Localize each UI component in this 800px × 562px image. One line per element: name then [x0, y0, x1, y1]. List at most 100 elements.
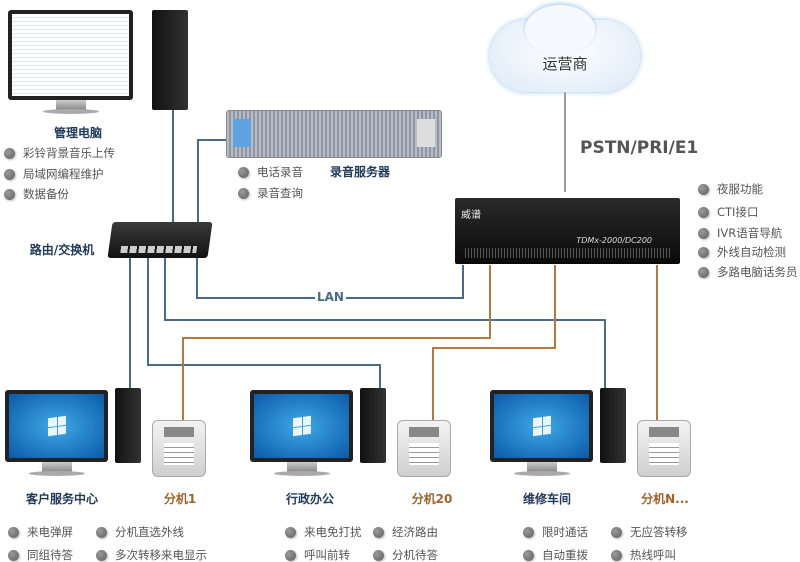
feature-text: 自动重拨: [542, 548, 588, 562]
feature-text: 夜服功能: [717, 182, 763, 196]
workstation-monitor: [490, 390, 593, 462]
cloud-puff: [525, 5, 595, 55]
feature-item: 电话录音: [238, 164, 303, 180]
feature-item: 外线自动检测: [698, 244, 786, 260]
department-label: 行政办公: [285, 492, 335, 506]
feature-text: 电话录音: [257, 165, 303, 179]
feature-text: 同组待答: [27, 548, 73, 562]
line-server-switch: [197, 139, 226, 228]
management-pc-label: 管理电脑: [53, 126, 103, 140]
bullet-icon: [698, 266, 709, 278]
bullet-icon: [611, 549, 622, 561]
bullet-icon: [238, 187, 249, 199]
bullet-icon: [4, 188, 15, 200]
feature-item: 彩铃背景音乐上传: [4, 145, 115, 161]
feature-text: 来电弹屏: [27, 525, 73, 539]
bullet-icon: [285, 549, 296, 561]
switch-device: [107, 222, 213, 258]
feature-item: 夜服功能: [698, 181, 763, 197]
bullet-icon: [373, 549, 384, 561]
switch-label: 路由/交换机: [29, 243, 95, 257]
feature-text: 彩铃背景音乐上传: [23, 146, 115, 160]
monitor-stand: [42, 462, 72, 472]
line-switch-pc3: [164, 258, 606, 388]
feature-text: IVR语音导航: [717, 226, 783, 240]
feature-item: 数据备份: [4, 186, 69, 202]
pbx-model: TDMx-2000/DC200: [576, 236, 652, 245]
feature-item: 分机待答: [373, 547, 438, 562]
bullet-icon: [8, 549, 19, 561]
feature-item: 多次转移来电显示: [96, 547, 207, 562]
feature-text: 无应答转移: [630, 525, 688, 539]
feature-item: 录音查询: [238, 185, 303, 201]
bullet-icon: [698, 246, 709, 258]
monitor-base: [43, 109, 99, 114]
monitor-base: [514, 471, 570, 476]
windows-logo-icon: [532, 415, 551, 437]
extension-label: 分机20: [411, 492, 453, 506]
feature-text: 多次转移来电显示: [115, 548, 207, 562]
feature-text: 数据备份: [23, 187, 69, 201]
feature-item: 限时通话: [523, 524, 588, 540]
feature-item: IVR语音导航: [698, 225, 782, 241]
workstation-tower: [600, 388, 626, 463]
bullet-icon: [523, 549, 534, 561]
management-monitor: [8, 10, 133, 100]
recording-server: [226, 110, 442, 158]
line-switch-pc2: [147, 258, 381, 388]
feature-text: CTI接口: [717, 205, 759, 219]
bullet-icon: [285, 526, 296, 538]
bullet-icon: [523, 526, 534, 538]
line-pbx-ext1: [182, 265, 491, 420]
trunk-label: PSTN/PRI/E1: [580, 138, 699, 158]
feature-text: 外线自动检测: [717, 245, 786, 259]
feature-text: 热线呼叫: [630, 548, 676, 562]
windows-logo-icon: [292, 415, 311, 437]
lan-label: LAN: [315, 290, 346, 304]
department-label: 维修车间: [522, 492, 572, 506]
feature-item: 呼叫前转: [285, 547, 350, 562]
feature-item: 多路电脑话务员: [698, 264, 798, 280]
feature-item: 无应答转移: [611, 524, 688, 540]
department-label: 客户服务中心: [25, 492, 99, 506]
feature-text: 录音查询: [257, 186, 303, 200]
monitor-base: [29, 471, 85, 476]
pbx-device: 威谱 TDMx-2000/DC200: [455, 198, 680, 264]
workstation-monitor: [5, 390, 108, 462]
feature-text: 呼叫前转: [304, 548, 350, 562]
feature-item: 来电免打扰: [285, 524, 362, 540]
feature-item: 来电弹屏: [8, 524, 73, 540]
desk-phone-icon: [397, 420, 451, 477]
feature-text: 分机直选外线: [115, 525, 184, 539]
bullet-icon: [611, 526, 622, 538]
feature-item: 自动重拨: [523, 547, 588, 562]
feature-text: 限时通话: [542, 525, 588, 539]
workstation-tower: [115, 388, 141, 463]
bullet-icon: [698, 227, 709, 239]
bullet-icon: [4, 168, 15, 180]
monitor-base: [274, 471, 330, 476]
feature-text: 分机待答: [392, 548, 438, 562]
feature-text: 局域网编程维护: [23, 167, 104, 181]
feature-item: CTI接口: [698, 204, 758, 220]
bullet-icon: [373, 526, 384, 538]
pbx-brand: 威谱: [461, 210, 481, 221]
feature-text: 多路电脑话务员: [717, 265, 798, 279]
feature-text: 来电免打扰: [304, 525, 362, 539]
feature-item: 同组待答: [8, 547, 73, 562]
bullet-icon: [238, 166, 249, 178]
bullet-icon: [698, 206, 709, 218]
extension-label: 分机N...: [641, 492, 689, 506]
desk-phone-icon: [637, 420, 691, 477]
desk-phone-icon: [152, 420, 206, 477]
bullet-icon: [698, 183, 709, 195]
monitor-stand: [527, 462, 557, 472]
bullet-icon: [96, 549, 107, 561]
bullet-icon: [8, 526, 19, 538]
bullet-icon: [4, 147, 15, 159]
feature-item: 热线呼叫: [611, 547, 676, 562]
carrier-label: 运营商: [542, 55, 588, 73]
feature-item: 分机直选外线: [96, 524, 184, 540]
bullet-icon: [96, 526, 107, 538]
